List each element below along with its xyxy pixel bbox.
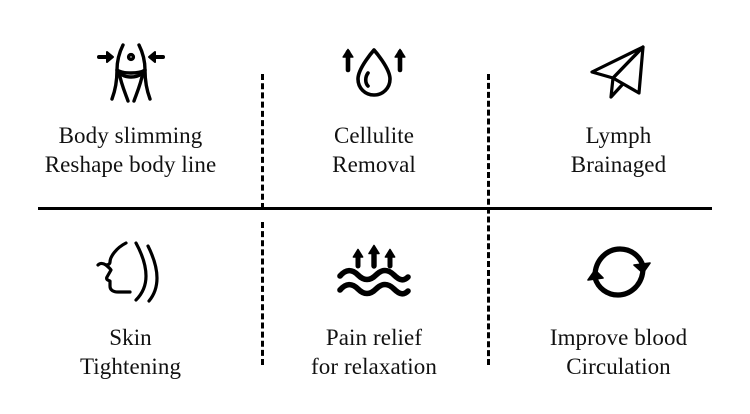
feature-label: Cellulite Removal [332,121,416,179]
circular-arrows-icon [577,236,661,308]
feature-label: Pain relief for relaxation [311,323,437,381]
feature-label-line-2: Reshape body line [44,152,217,177]
feature-cell-lymph-drainage: Lymph Brainaged [487,0,750,209]
feature-cell-skin-tightening: Skin Tightening [0,209,261,414]
feature-label-line-1: Pain relief [325,325,423,350]
feature-label-line-1: Cellulite [333,123,415,148]
feature-cell-body-slimming: Body slimming Reshape body line [0,0,261,209]
vertical-divider-left-top [261,74,264,209]
waves-up-arrows-icon [332,236,416,308]
feature-label-line-1: Lymph [585,123,652,148]
feature-label-line-2: Brainaged [570,152,667,177]
feature-cell-improve-circulation: Improve blood Circulation [487,209,750,414]
vertical-divider-right [487,74,490,365]
feature-label: Body slimming Reshape body line [45,121,217,179]
water-droplet-up-arrows-icon [332,34,416,110]
feature-label-line-2: Removal [332,152,416,177]
face-profile-icon [89,236,173,308]
feature-label-line-1: Body slimming [58,123,203,148]
feature-label: Skin Tightening [80,323,181,381]
feature-label-line-1: Skin [109,325,152,350]
horizontal-divider [38,207,712,210]
feature-cell-cellulite-removal: Cellulite Removal [261,0,487,209]
feature-cell-pain-relief: Pain relief for relaxation [261,209,487,414]
paper-plane-icon [577,34,661,110]
feature-label: Lymph Brainaged [571,121,666,179]
feature-label-line-2: for relaxation [311,354,437,379]
feature-label-line-2: Circulation [566,354,671,379]
feature-label: Improve blood Circulation [550,323,687,381]
feature-label-line-1: Improve blood [549,325,688,350]
vertical-divider-left-bottom [261,222,264,365]
feature-label-line-2: Tightening [79,354,182,379]
body-slimming-waist-icon [89,34,173,110]
